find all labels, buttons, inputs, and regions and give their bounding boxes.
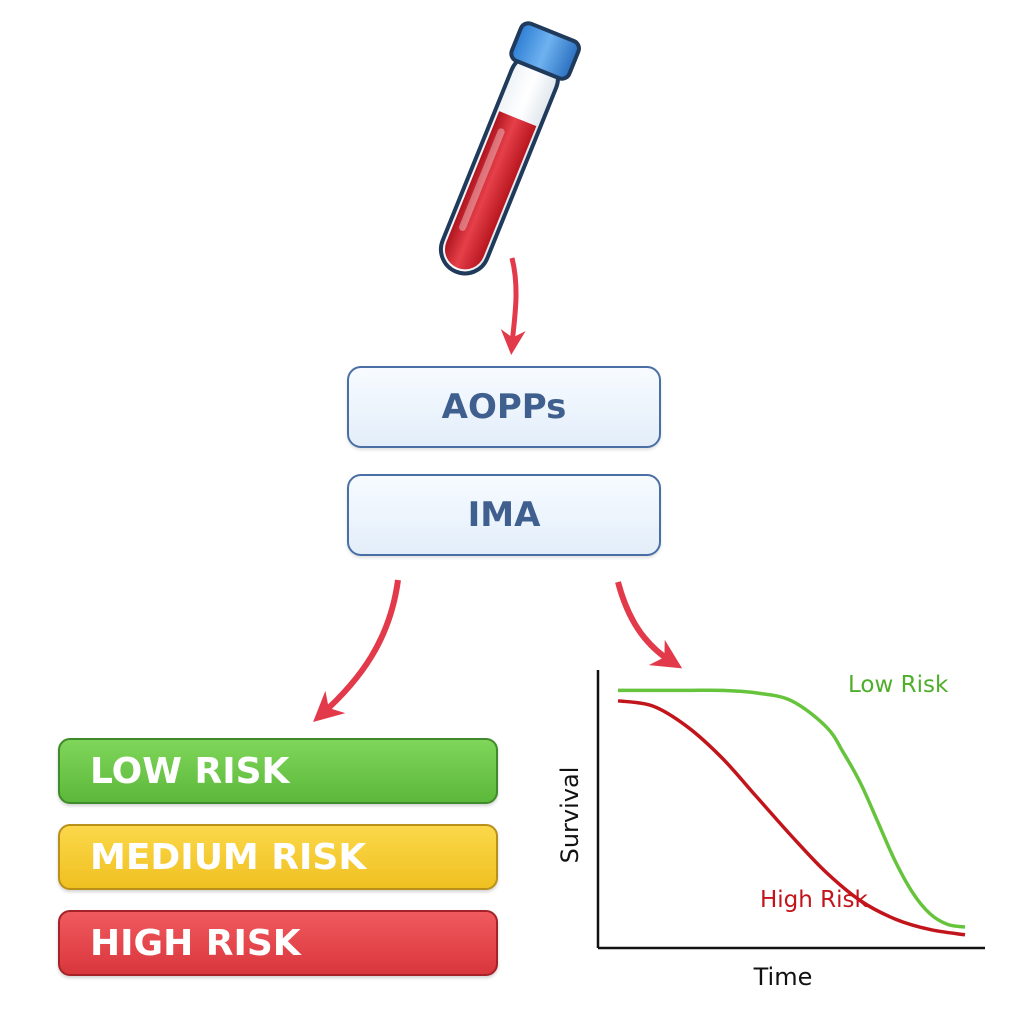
risk-label-low: LOW RISK	[90, 750, 290, 792]
risk-bar-medium: MEDIUM RISK	[58, 824, 498, 890]
y-axis-label: Survival	[556, 767, 584, 864]
risk-bar-low: LOW RISK	[58, 738, 498, 804]
arrow-to-risk-levels	[313, 579, 401, 723]
series-line-low-risk	[617, 688, 966, 929]
risk-label-medium: MEDIUM RISK	[90, 836, 367, 878]
series-label-low-risk: Low Risk	[848, 672, 949, 698]
x-axis-label: Time	[753, 963, 813, 991]
series-label-high-risk: High Risk	[760, 887, 869, 913]
series-line-high-risk	[617, 699, 966, 937]
test-tube-icon	[438, 21, 581, 276]
arrow-to-survival-chart	[615, 581, 683, 669]
risk-label-high: HIGH RISK	[90, 922, 301, 964]
marker-label-ima: IMA	[467, 495, 541, 535]
arrow-tube-to-markers	[500, 257, 526, 355]
marker-box-aopps: AOPPs	[347, 366, 661, 448]
marker-box-ima: IMA	[347, 474, 661, 556]
risk-bar-high: HIGH RISK	[58, 910, 498, 976]
marker-label-aopps: AOPPs	[441, 387, 567, 427]
